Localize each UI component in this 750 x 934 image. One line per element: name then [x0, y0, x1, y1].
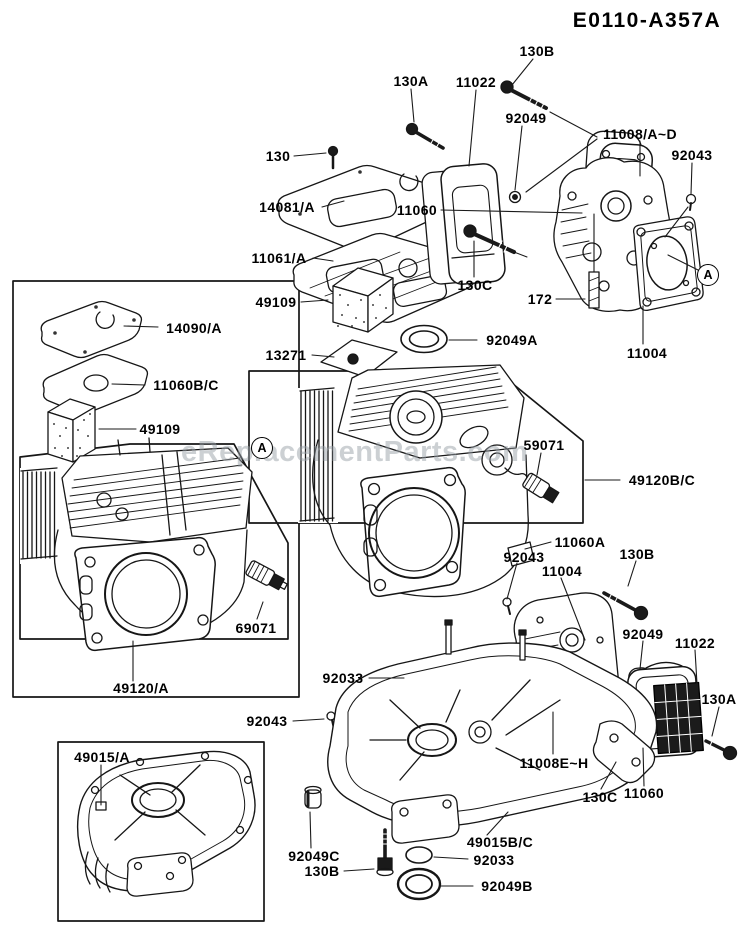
- part-label-130a-2: 130A: [701, 691, 737, 707]
- callout-a-marker-right: A: [697, 264, 719, 286]
- part-label-49015bc: 49015B/C: [466, 834, 534, 850]
- part-label-130b-1: 130B: [519, 43, 555, 59]
- part-label-11004-1: 11004: [626, 345, 668, 361]
- air-filter-cover-11022-top-drawing: [421, 163, 506, 285]
- part-label-130c-1: 130C: [457, 277, 493, 293]
- callout-a-marker-left: A: [251, 437, 273, 459]
- oring-92033-bottom-drawing: [405, 846, 433, 864]
- group-box-49120A: [12, 280, 300, 698]
- part-label-11060a: 11060A: [554, 534, 606, 550]
- part-label-49120a: 49120/A: [113, 680, 169, 696]
- watermark: eReplacementParts.com: [181, 436, 529, 468]
- plate-14081A-drawing: [277, 164, 450, 252]
- plate-14090A-drawing: [40, 300, 143, 359]
- crankcase-49015BC-drawing: [327, 619, 658, 844]
- bolt-130C-top-drawing: [463, 224, 528, 258]
- part-label-11022-1: 11022: [455, 74, 497, 90]
- part-label-11004-2: 11004: [541, 563, 583, 579]
- part-label-130a-1: 130A: [393, 73, 429, 89]
- seal-92049B-drawing: [396, 867, 442, 901]
- screw-130-drawing: [327, 145, 339, 170]
- cylinder-block-49120A-drawing: [20, 437, 253, 652]
- part-label-11060-2: 11060: [623, 785, 665, 801]
- part-label-92043-2: 92043: [503, 549, 545, 565]
- air-filter-element-11022-drawing: [653, 681, 704, 755]
- cylinder-block-49120BC-drawing: [298, 364, 529, 598]
- part-label-92033-2: 92033: [473, 852, 515, 868]
- bolt-130A-top-drawing: [405, 122, 445, 150]
- part-label-11060bc: 11060B/C: [153, 377, 219, 393]
- crankcase-49015A-drawing: [77, 750, 256, 897]
- part-label-130: 130: [265, 148, 291, 164]
- part-label-92049c: 92049C: [288, 848, 340, 864]
- diagram-code: E0110-A357A: [572, 9, 722, 32]
- oil-switch-59071-drawing: [504, 467, 560, 504]
- bolt-130B-bottom-drawing: [376, 828, 394, 877]
- grommet-92049-top-drawing: [508, 190, 522, 204]
- bolt-130B-top-drawing: [500, 80, 548, 110]
- plug-92049C-drawing: [304, 785, 322, 809]
- part-label-130b-2: 130B: [619, 546, 655, 562]
- bolt-130B-mid-drawing: [602, 590, 649, 621]
- part-label-92049b: 92049B: [481, 878, 533, 894]
- part-label-11061a: 11061/A: [251, 250, 307, 266]
- foam-element-49109-left-drawing: [47, 398, 96, 463]
- pin-92043-mid-drawing: [502, 597, 512, 615]
- part-label-49109-1: 49109: [255, 294, 297, 310]
- part-label-11008eh: 11008E~H: [519, 755, 589, 771]
- part-label-92043-1: 92043: [671, 147, 713, 163]
- part-label-69071: 69071: [235, 620, 277, 636]
- bolt-130A-bottom-drawing: [704, 738, 738, 761]
- part-label-13271: 13271: [265, 347, 307, 363]
- part-label-49120bc: 49120B/C: [628, 472, 696, 488]
- part-label-14081a: 14081/A: [259, 199, 315, 215]
- foam-element-49109-center-drawing: [332, 267, 394, 333]
- gasket-13271-drawing: [320, 339, 398, 378]
- part-label-130b-3: 130B: [304, 863, 340, 879]
- part-label-59071: 59071: [523, 437, 565, 453]
- seal-92049A-drawing: [400, 324, 448, 354]
- part-label-11008ad: 11008/A~D: [602, 126, 678, 142]
- head-gasket-11004-top-drawing: [632, 216, 704, 312]
- part-label-11022-2: 11022: [674, 635, 716, 651]
- part-label-92049-1: 92049: [505, 110, 547, 126]
- part-label-49109-2: 49109: [139, 421, 181, 437]
- part-label-130c-2: 130C: [582, 789, 618, 805]
- part-label-172: 172: [527, 291, 553, 307]
- part-label-49015a: 49015/A: [74, 749, 130, 765]
- part-label-92043-3: 92043: [246, 713, 288, 729]
- part-label-11060-1: 11060: [396, 202, 438, 218]
- part-label-14090a: 14090/A: [166, 320, 222, 336]
- oil-switch-69071-drawing: [245, 560, 288, 591]
- part-label-92049-2: 92049: [622, 626, 664, 642]
- leader-lines: [98, 58, 720, 887]
- part-label-92033-1: 92033: [322, 670, 364, 686]
- part-label-92049a: 92049A: [486, 332, 538, 348]
- plate-11060BC-drawing: [42, 353, 149, 415]
- stud-172-drawing: [588, 213, 600, 309]
- group-box-49015A: [57, 741, 265, 922]
